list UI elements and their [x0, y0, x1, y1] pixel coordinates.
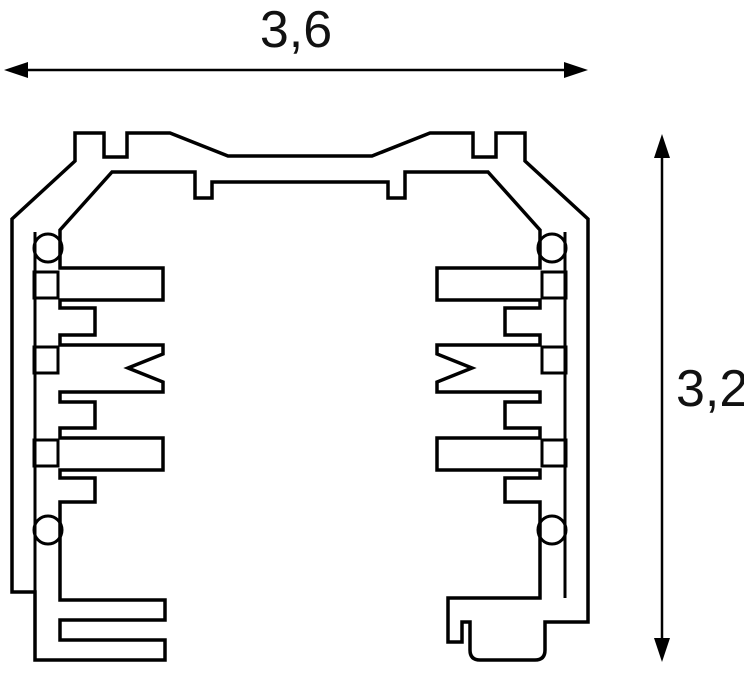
right-conductor-slot-2 — [540, 345, 568, 375]
height-dimension-label: 3,2 — [676, 360, 744, 418]
left-bottom-curl — [32, 514, 64, 546]
arrow-right-icon — [564, 62, 588, 78]
width-dimension-label: 3,6 — [260, 1, 332, 59]
profile-outline-right — [300, 131, 590, 662]
right-bottom-curl — [536, 514, 568, 546]
right-conductor-slot-3 — [540, 438, 568, 468]
height-dimension: 3,2 — [654, 134, 744, 662]
left-conductor-slot-1 — [32, 270, 60, 300]
arrow-down-icon — [654, 638, 670, 662]
right-conductor-slot-1 — [540, 270, 568, 300]
left-conductor-slot-2 — [32, 345, 60, 375]
width-dimension: 3,6 — [4, 1, 588, 78]
right-top-curl — [536, 232, 568, 264]
profile-cross-section — [10, 131, 590, 662]
arrow-left-icon — [4, 62, 28, 78]
left-top-curl — [32, 232, 64, 264]
arrow-up-icon — [654, 134, 670, 158]
left-conductor-slot-3 — [32, 438, 60, 468]
profile-outline-left — [10, 131, 300, 662]
